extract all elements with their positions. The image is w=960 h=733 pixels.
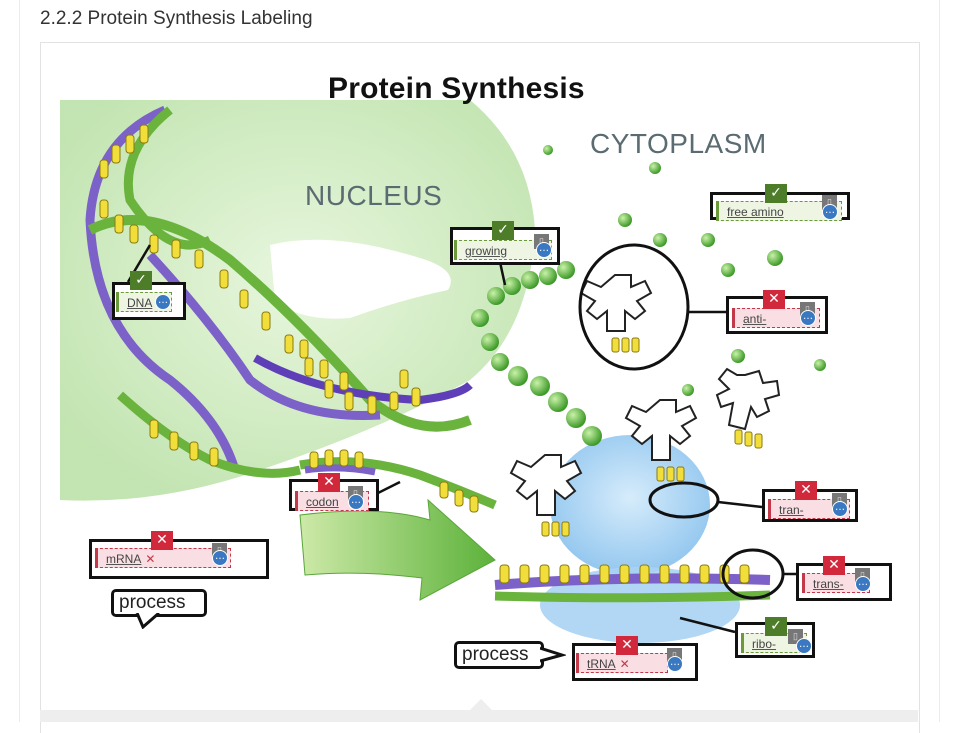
more-icon[interactable]: … — [855, 576, 871, 592]
more-icon[interactable]: … — [822, 204, 838, 220]
x-icon: ✕ — [318, 473, 340, 492]
more-icon[interactable]: … — [800, 310, 816, 326]
speech-bubble-process-left: process — [111, 589, 207, 617]
more-icon[interactable]: … — [832, 501, 848, 517]
remove-icon[interactable]: ✕ — [619, 657, 630, 671]
answer-chip-growing[interactable]: growing — [454, 240, 552, 260]
transport-arrow — [299, 498, 496, 601]
x-icon: ✕ — [616, 636, 638, 655]
answer-text: mRNA — [106, 552, 142, 566]
more-icon[interactable]: … — [796, 638, 812, 654]
panel-footer — [40, 710, 918, 722]
remove-icon[interactable]: ✕ — [145, 552, 156, 566]
more-icon[interactable]: … — [667, 656, 683, 672]
check-icon: ✓ — [765, 617, 787, 636]
panel-notch — [469, 699, 493, 711]
more-icon[interactable]: … — [348, 494, 364, 510]
page-title: 2.2.2 Protein Synthesis Labeling — [40, 8, 313, 29]
answer-text: codon — [306, 495, 339, 509]
cytoplasm-label: CYTOPLASM — [590, 128, 767, 159]
speech-bubble-process-bottom: process — [454, 641, 544, 669]
diagram-title: Protein Synthesis — [328, 72, 585, 105]
answer-text: growing — [465, 244, 508, 258]
nucleus-label: NUCLEUS — [305, 180, 443, 211]
answer-text: anti- — [743, 312, 767, 326]
x-icon: ✕ — [795, 481, 817, 500]
answer-text: DNA — [127, 296, 153, 310]
answer-text: free amino — [727, 205, 784, 219]
page-gutter-left — [19, 0, 20, 722]
ribosome-large — [550, 435, 710, 575]
leader-lines — [126, 244, 800, 634]
check-icon: ✓ — [130, 271, 152, 290]
amino-acid-chain — [471, 145, 826, 446]
answer-text: trans- — [813, 577, 844, 591]
check-icon: ✓ — [765, 184, 787, 203]
erased-patch — [270, 239, 451, 319]
tran-circle — [648, 481, 720, 519]
anticodon-circle — [578, 243, 690, 371]
more-icon[interactable]: … — [536, 242, 552, 258]
bubble-tail — [135, 613, 160, 629]
answer-text: tran- — [779, 503, 804, 517]
trna-shapes — [509, 274, 781, 516]
bubble-tail — [540, 646, 566, 663]
x-icon: ✕ — [763, 290, 785, 309]
page-gutter-right — [939, 0, 940, 722]
check-icon: ✓ — [492, 221, 514, 240]
more-icon[interactable]: … — [212, 550, 228, 566]
answer-chip-anti[interactable]: anti- — [732, 308, 820, 328]
answer-chip-trna[interactable]: tRNA✕ — [576, 653, 668, 673]
answer-chip-mrna[interactable]: mRNA✕ — [95, 548, 231, 568]
x-icon: ✕ — [151, 531, 173, 550]
x-icon: ✕ — [823, 556, 845, 575]
ribosome-small — [540, 567, 740, 643]
answer-text: ribo- — [752, 637, 777, 651]
answer-text: tRNA — [587, 657, 616, 671]
more-icon[interactable]: … — [155, 294, 171, 310]
